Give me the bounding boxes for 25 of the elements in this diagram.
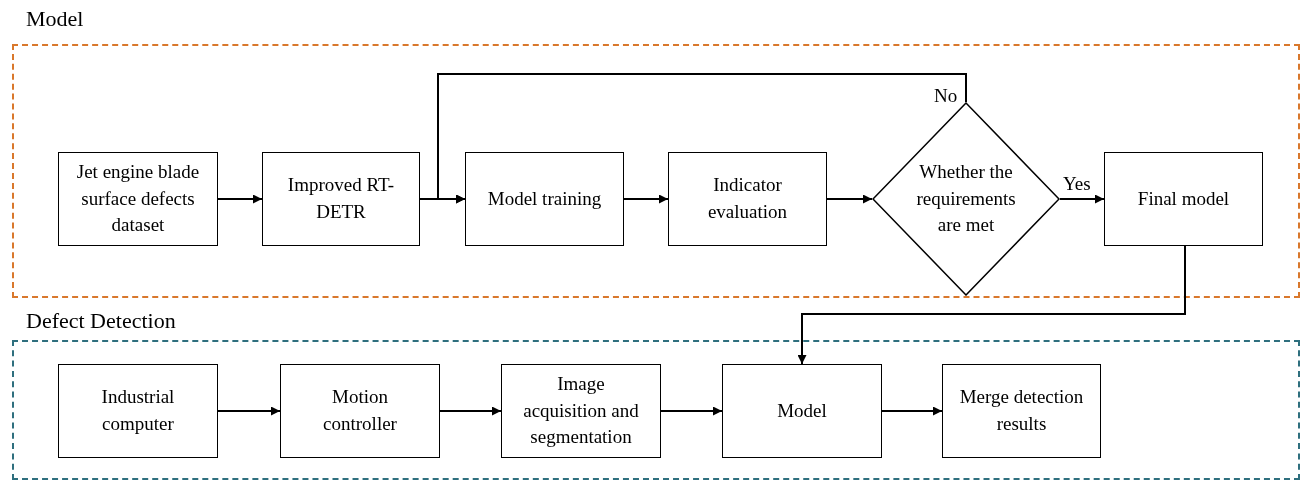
process-box: Model [722, 364, 882, 458]
arrow [217, 406, 281, 416]
arrow [1059, 194, 1105, 204]
process-box: Industrial computer [58, 364, 218, 458]
arrow [881, 406, 943, 416]
process-box: Improved RT-DETR [262, 152, 420, 246]
arrow [826, 194, 873, 204]
decision-diamond: Whether the requirements are met [872, 102, 1060, 296]
arrow [217, 194, 263, 204]
process-box: Image acquisition and segmentation [501, 364, 661, 458]
arrow [623, 194, 669, 204]
process-box: Model training [465, 152, 624, 246]
arrow [437, 73, 967, 204]
process-box: Final model [1104, 152, 1263, 246]
group-heading: Defect Detection [26, 308, 176, 334]
process-box: Indicator evaluation [668, 152, 827, 246]
arrow [797, 245, 1186, 365]
arrow [439, 406, 502, 416]
edge-label: Yes [1062, 174, 1092, 193]
edge-label: No [933, 86, 959, 105]
process-box: Motion controller [280, 364, 440, 458]
group-heading: Model [26, 6, 84, 32]
process-box: Merge detection results [942, 364, 1101, 458]
arrow [660, 406, 723, 416]
process-box: Jet engine blade surface defects dataset [58, 152, 218, 246]
